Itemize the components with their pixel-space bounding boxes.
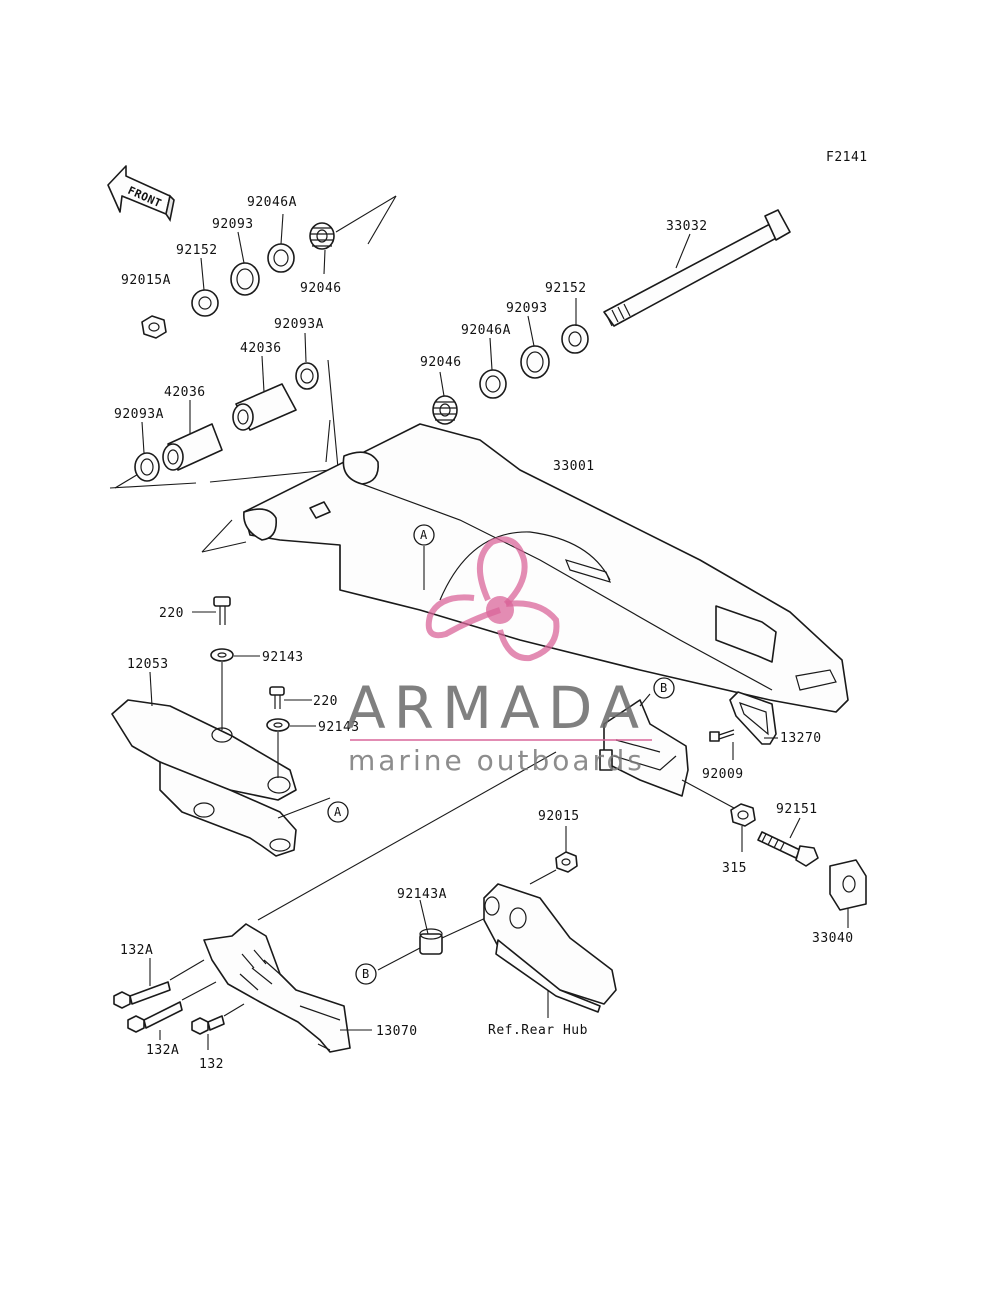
ref-marker-b-swingarm: B (639, 677, 675, 707)
nut-92015A (141, 315, 167, 339)
washer-92143-upper (210, 648, 234, 730)
label-132A-top: 132A (120, 943, 153, 958)
label-13270: 13270 (780, 731, 822, 746)
label-92046A-right: 92046A (461, 323, 511, 338)
label-33032: 33032 (666, 219, 708, 234)
watermark-tagline: marine outboards (348, 744, 645, 777)
block-33040 (829, 859, 867, 928)
label-220-lower: 220 (313, 694, 338, 709)
bolt-132A-top (113, 958, 205, 1009)
label-42036-upper: 42036 (240, 341, 282, 356)
label-92093A-left: 92093A (114, 407, 164, 422)
chain-guide-plate-13070 (203, 751, 557, 1053)
label-92046-right: 92046 (420, 355, 462, 370)
label-33001: 33001 (553, 459, 595, 474)
seal-92093A-left (134, 452, 160, 482)
watermark-brand: ARMADA (346, 674, 647, 742)
sleeve-42036-upper (232, 383, 297, 431)
bolt-132 (191, 1003, 245, 1050)
nut-315 (681, 779, 756, 852)
seal-92093-top (230, 262, 260, 296)
armada-logo-icon (425, 536, 560, 662)
front-arrow-icon: FRONT (107, 165, 175, 223)
label-92152-right: 92152 (545, 281, 587, 296)
label-92015: 92015 (538, 809, 580, 824)
label-92046A-top: 92046A (247, 195, 297, 210)
label-92046-top: 92046 (300, 281, 342, 296)
bearing-race-92046A-top (267, 243, 295, 273)
ref-marker-a-slider: A (277, 797, 349, 823)
label-92143-upper: 92143 (262, 650, 304, 665)
svg-text:A: A (420, 528, 428, 542)
label-92143A: 92143A (397, 887, 447, 902)
collar-92152-right (561, 324, 589, 354)
pivot-shaft-33032 (603, 209, 791, 327)
label-12053: 12053 (127, 657, 169, 672)
label-132: 132 (199, 1057, 224, 1072)
pivot-guide-lines-top (335, 195, 397, 245)
bolt-220-lower (269, 686, 285, 709)
label-13070: 13070 (376, 1024, 418, 1039)
bolt-92151 (757, 831, 819, 867)
label-315: 315 (722, 861, 747, 876)
swingarm-33001 (243, 423, 849, 713)
label-42036-lower: 42036 (164, 385, 206, 400)
figure-code: F2141 (826, 150, 868, 165)
label-92151: 92151 (776, 802, 818, 817)
svg-text:B: B (660, 681, 667, 695)
chain-slider-12053 (111, 699, 297, 857)
chain-adjuster-plate-13270 (729, 691, 778, 745)
seal-92093A-upper (295, 362, 319, 390)
ref-marker-a-swingarm: A (413, 524, 435, 590)
label-220-upper: 220 (159, 606, 184, 621)
armada-watermark: ARMADA marine outboards (346, 536, 652, 777)
label-92093-top: 92093 (212, 217, 254, 232)
bolt-220-upper (213, 596, 231, 625)
collar-92152-top (191, 289, 219, 317)
label-leaders (141, 213, 801, 935)
svg-text:B: B (362, 967, 369, 981)
needle-bearing-92046-right (432, 395, 458, 425)
label-92093-right: 92093 (506, 301, 548, 316)
label-92015A: 92015A (121, 273, 171, 288)
pivot-guide-lines-left (109, 359, 339, 553)
rear-chain-guide (483, 883, 617, 1018)
label-132A-bottom: 132A (146, 1043, 179, 1058)
bolt-92009 (709, 729, 735, 760)
label-33040: 33040 (812, 931, 854, 946)
bearing-race-92046A-right (479, 369, 507, 399)
label-92093A-top: 92093A (274, 317, 324, 332)
label-92009: 92009 (702, 767, 744, 782)
label-ref-rear-hub: Ref.Rear Hub (488, 1023, 588, 1038)
label-92152-top: 92152 (176, 243, 218, 258)
needle-bearing-92046-top (309, 222, 335, 250)
label-92143-lower: 92143 (318, 720, 360, 735)
nut-92015 (529, 826, 578, 885)
sleeve-42036-lower (162, 423, 223, 471)
bolt-132A-bottom (127, 981, 217, 1040)
seal-92093-right (520, 345, 550, 379)
svg-text:A: A (334, 805, 342, 819)
spacer-92143A (377, 915, 491, 971)
ref-marker-b-spacer: B (355, 963, 377, 985)
washer-92143-lower (266, 718, 290, 778)
chain-guide-bracket (599, 699, 689, 797)
